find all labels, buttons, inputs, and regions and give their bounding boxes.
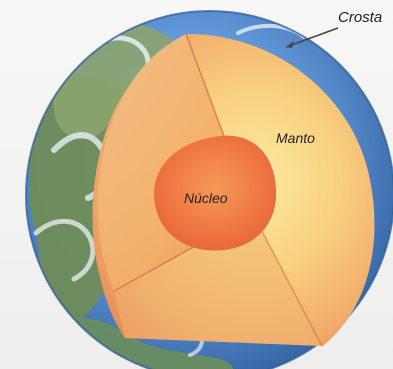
crust-label: Crosta	[338, 9, 382, 26]
mantle-label: Manto	[276, 130, 315, 146]
core-label: Núcleo	[184, 190, 228, 206]
